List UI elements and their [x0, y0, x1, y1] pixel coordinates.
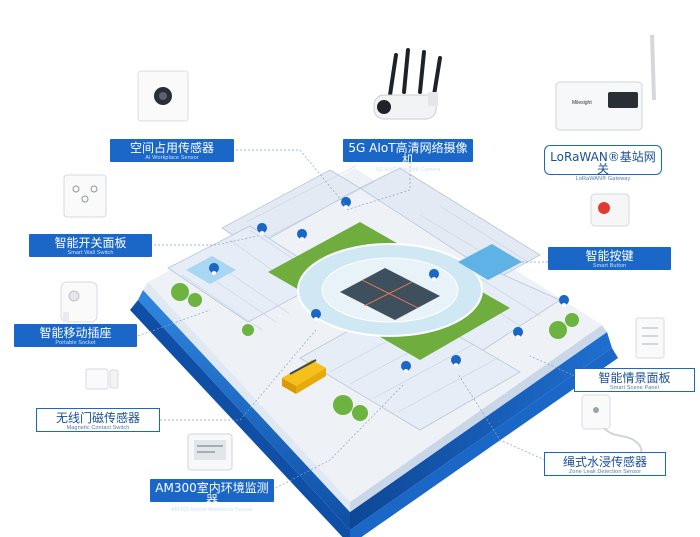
pool-right: [458, 244, 522, 280]
location-pin-icon: [209, 263, 220, 283]
platform-side-left: [138, 290, 350, 530]
label-en: Magnetic Contact Switch: [66, 425, 130, 431]
label-zh: LoRaWAN®基站网关: [550, 150, 656, 176]
label-leak-sensor: 绳式水浸传感器 Zone Leak Detection Sensor: [544, 452, 666, 476]
location-pin-icon: [341, 197, 352, 217]
tree: [242, 324, 254, 336]
network-camera-icon: [373, 48, 442, 120]
tree: [333, 395, 353, 415]
label-zh: 智能开关面板: [54, 236, 127, 250]
label-en: AM300 Indoor Ambience Sensor: [171, 507, 253, 513]
tree: [188, 293, 202, 307]
courtyard: [268, 222, 510, 360]
label-zh: 智能按键: [585, 249, 634, 263]
label-workplace-sensor: 空间占用传感器 AI Workplace Sensor: [110, 139, 234, 162]
label-contact-switch: 无线门磁传感器 Magnetic Contact Switch: [36, 408, 160, 432]
scene-panel-icon: [635, 317, 665, 359]
location-pin-icon: [451, 355, 462, 375]
ceiling-sensor-icon: [137, 70, 189, 122]
label-en: Smart Scene Panel: [609, 385, 660, 391]
location-pin-icon: [311, 309, 322, 329]
label-en: Portable Socket: [55, 340, 96, 346]
label-zh: 无线门磁传感器: [55, 411, 140, 425]
ambience-monitor-icon: [187, 433, 233, 471]
location-pin-icon: [559, 295, 570, 315]
pins: [209, 197, 570, 381]
leader-lines: [137, 149, 576, 491]
label-zh: 空间占用传感器: [129, 141, 214, 155]
label-en: Zone Leak Detection Sensor: [568, 469, 642, 475]
floor-edge-left: [143, 282, 350, 512]
label-zh: 智能移动插座: [39, 326, 112, 340]
platform-base-right: [350, 348, 618, 537]
tree: [352, 405, 368, 421]
wall-switch-icon: [63, 174, 107, 218]
location-pin-icon: [257, 223, 268, 243]
label-en: Smart Wall Switch: [67, 250, 114, 256]
label-smart-button: 智能按键 Smart Button: [548, 247, 671, 270]
label-portable-socket: 智能移动插座 Portable Socket: [14, 324, 137, 347]
label-en: Smart Button: [592, 263, 627, 269]
label-am300: AM300室内环境监测器 AM300 Indoor Ambience Senso…: [150, 479, 274, 513]
label-en: 5G AIoT Network Camera: [375, 167, 441, 173]
label-lorawan-gateway: LoRaWAN®基站网关 LoRaWAN® Gateway: [544, 145, 662, 182]
label-en: LoRaWAN® Gateway: [575, 176, 631, 182]
tree: [565, 313, 579, 327]
label-zh: 5G AIoT高清网络摄像机: [348, 141, 468, 167]
label-en: AI Workplace Sensor: [145, 155, 199, 161]
label-scene-panel: 智能情景面板 Smart Scene Panel: [574, 368, 695, 392]
label-zh: AM300室内环境监测器: [155, 481, 269, 507]
location-pin-icon: [429, 269, 440, 289]
platform-base-left: [130, 300, 350, 537]
label-zh: 绳式水浸传感器: [562, 455, 647, 469]
tree: [171, 283, 189, 301]
door-contact-icon: [85, 368, 119, 390]
leak-sensor-icon: [581, 394, 643, 460]
red-button-icon: [590, 193, 630, 227]
label-network-camera: 5G AIoT高清网络摄像机 5G AIoT Network Camera: [343, 139, 473, 173]
school-bus: [282, 359, 326, 394]
location-pin-icon: [401, 361, 412, 381]
platform-side-right: [350, 332, 612, 530]
lorawan-gateway-icon: Milesight: [555, 34, 656, 131]
location-pin-icon: [297, 229, 308, 249]
label-wall-switch: 智能开关面板 Smart Wall Switch: [29, 234, 152, 257]
trees: [171, 283, 579, 421]
label-zh: 智能情景面板: [598, 371, 671, 385]
tree: [549, 321, 567, 339]
smart-plug-icon: [60, 281, 98, 323]
svg-text:Milesight: Milesight: [572, 100, 592, 106]
floor-edge-right: [350, 325, 607, 512]
location-pin-icon: [513, 327, 524, 347]
